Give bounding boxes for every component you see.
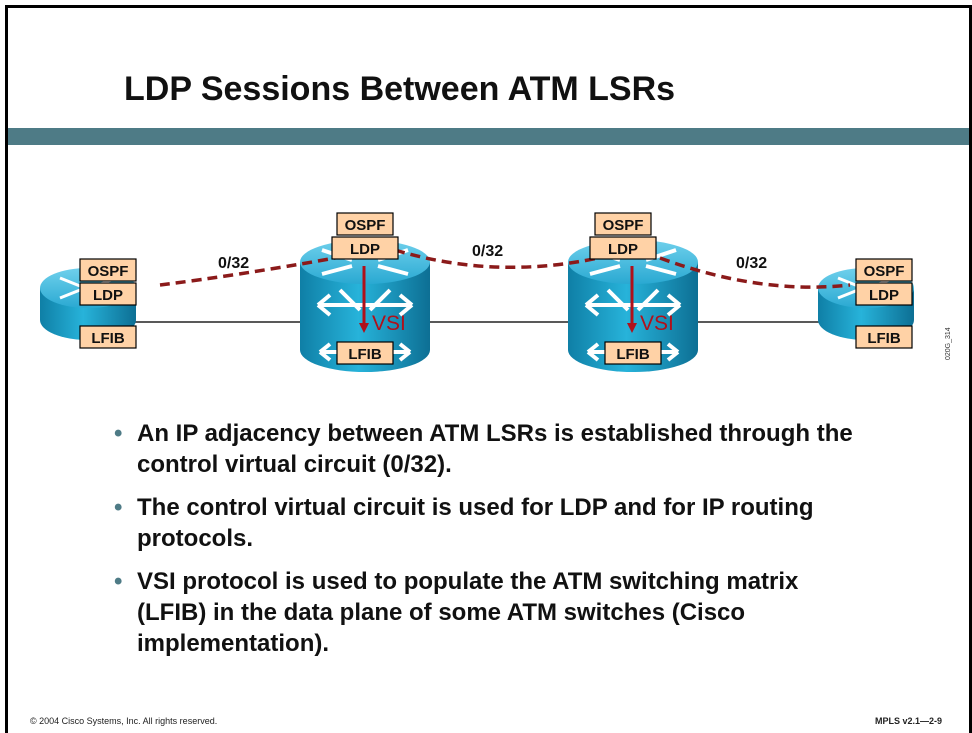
bullet-item: • An IP adjacency between ATM LSRs is es… <box>112 418 872 480</box>
bullet-marker: • <box>114 494 123 521</box>
vc-label: 0/32 <box>736 255 767 272</box>
lfib-module-label: LFIB <box>91 330 124 347</box>
router-right-modules: OSPF LDP LFIB <box>855 258 913 349</box>
ospf-module-box <box>79 258 137 282</box>
ldp-session-dashes <box>159 248 851 289</box>
ospf-module-label: OSPF <box>345 217 386 234</box>
switch-left-modules: OSPF LDP LFIB VSI <box>331 212 406 365</box>
lfib-module-box <box>79 325 137 349</box>
ospf-module-label: OSPF <box>603 217 644 234</box>
lfib-module-box <box>336 341 394 365</box>
switch-right-modules: OSPF LDP LFIB VSI <box>589 212 674 365</box>
slide-title: LDP Sessions Between ATM LSRs <box>124 70 676 108</box>
bullet-text: VSI protocol is used to populate the ATM… <box>137 568 799 657</box>
vsi-label: VSI <box>640 312 674 335</box>
ldp-module-box <box>589 236 657 260</box>
frame-left-border <box>5 5 8 733</box>
ldp-session-curve <box>659 256 851 289</box>
bullet-item: • VSI protocol is used to populate the A… <box>112 566 872 659</box>
ldp-module-label: LDP <box>93 287 123 304</box>
ldp-module-box <box>79 282 137 306</box>
frame-right-border <box>969 5 972 733</box>
lfib-module-label: LFIB <box>867 330 900 347</box>
footer-slide-id: MPLS v2.1—2-9 <box>874 716 942 726</box>
vc-label: 0/32 <box>218 255 249 272</box>
vc-label: 0/32 <box>472 243 503 260</box>
ospf-module-label: OSPF <box>88 263 129 280</box>
ldp-module-label: LDP <box>608 241 638 258</box>
bullet-marker: • <box>114 568 123 595</box>
bullet-marker: • <box>114 420 123 447</box>
bullet-text: An IP adjacency between ATM LSRs is esta… <box>137 420 853 478</box>
bullet-list: • An IP adjacency between ATM LSRs is es… <box>112 418 872 671</box>
vc-labels: 0/32 0/32 0/32 <box>218 243 767 272</box>
brand-label: Cisco.com <box>836 148 912 165</box>
ospf-module-box <box>594 212 652 236</box>
ldp-module-box <box>331 236 399 260</box>
lfib-module-label: LFIB <box>616 346 649 363</box>
ldp-session-curve <box>159 256 336 287</box>
router-left-modules: OSPF LDP LFIB <box>79 258 137 349</box>
ldp-module-label: LDP <box>869 287 899 304</box>
ospf-module-box <box>336 212 394 236</box>
footer-copyright: © 2004 Cisco Systems, Inc. All rights re… <box>30 716 218 726</box>
lfib-module-label: LFIB <box>348 346 381 363</box>
frame-top-border <box>5 5 972 8</box>
bullet-item: • The control virtual circuit is used fo… <box>112 492 872 554</box>
ldp-session-curve <box>394 248 599 270</box>
ldp-module-box <box>855 282 913 306</box>
ldp-module-label: LDP <box>350 241 380 258</box>
bullet-text: The control virtual circuit is used for … <box>137 494 814 552</box>
ospf-module-label: OSPF <box>864 263 905 280</box>
figure-code-label: 020G_314 <box>945 327 952 360</box>
vsi-label: VSI <box>372 312 406 335</box>
lfib-module-box <box>604 341 662 365</box>
lfib-module-box <box>855 325 913 349</box>
ospf-module-box <box>855 258 913 282</box>
title-accent-bar <box>8 128 969 145</box>
